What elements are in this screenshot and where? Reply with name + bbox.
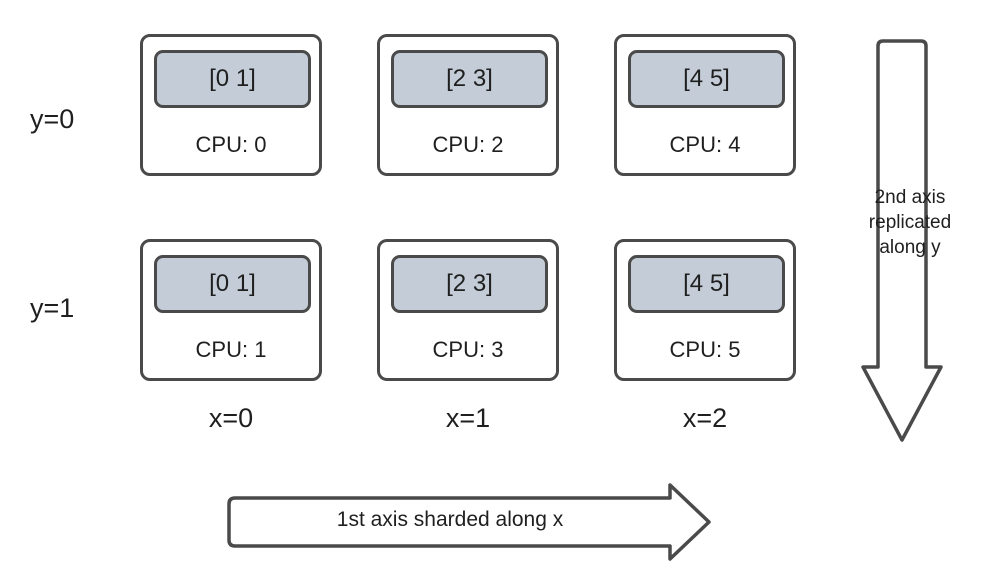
shard-label: [4 5] bbox=[683, 65, 730, 92]
shard-chip: [4 5] bbox=[628, 255, 785, 313]
cpu-label: CPU: 4 bbox=[669, 132, 741, 157]
shard-chip: [4 5] bbox=[628, 50, 785, 108]
vertical-arrow-caption: 2nd axis replicated along y bbox=[840, 185, 980, 260]
vertical-caption-line-1: 2nd axis bbox=[874, 187, 946, 208]
device-card-cpu-3[interactable]: [2 3] CPU: 3 bbox=[377, 239, 559, 381]
arrow-right-icon bbox=[220, 482, 714, 562]
shard-chip: [0 1] bbox=[154, 50, 311, 108]
device-card-cpu-2[interactable]: [2 3] CPU: 2 bbox=[377, 34, 559, 176]
col-label-x1: x=1 bbox=[445, 403, 491, 433]
shard-label: [2 3] bbox=[446, 270, 493, 297]
shard-label: [0 1] bbox=[209, 270, 256, 297]
vertical-caption-line-2: replicated bbox=[868, 212, 952, 233]
row-label-y0: y=0 bbox=[30, 104, 75, 134]
device-card-cpu-0[interactable]: [0 1] CPU: 0 bbox=[140, 34, 322, 176]
col-label-x0: x=0 bbox=[208, 403, 254, 433]
horizontal-arrow-caption: 1st axis sharded along x bbox=[336, 508, 564, 531]
cpu-label: CPU: 3 bbox=[432, 337, 504, 362]
device-card-cpu-5[interactable]: [4 5] CPU: 5 bbox=[614, 239, 796, 381]
cpu-label: CPU: 1 bbox=[195, 337, 267, 362]
row-label-y1: y=1 bbox=[30, 293, 75, 323]
vertical-caption-line-3: along y bbox=[879, 237, 941, 258]
arrow-down-icon bbox=[856, 34, 948, 450]
shard-label: [0 1] bbox=[209, 65, 256, 92]
shard-chip: [2 3] bbox=[391, 50, 548, 108]
shard-chip: [2 3] bbox=[391, 255, 548, 313]
shard-label: [2 3] bbox=[446, 65, 493, 92]
device-card-cpu-4[interactable]: [4 5] CPU: 4 bbox=[614, 34, 796, 176]
device-card-cpu-1[interactable]: [0 1] CPU: 1 bbox=[140, 239, 322, 381]
cpu-label: CPU: 2 bbox=[432, 132, 504, 157]
shard-label: [4 5] bbox=[683, 270, 730, 297]
cpu-label: CPU: 5 bbox=[669, 337, 741, 362]
shard-chip: [0 1] bbox=[154, 255, 311, 313]
col-label-x2: x=2 bbox=[682, 403, 728, 433]
cpu-label: CPU: 0 bbox=[195, 132, 267, 157]
